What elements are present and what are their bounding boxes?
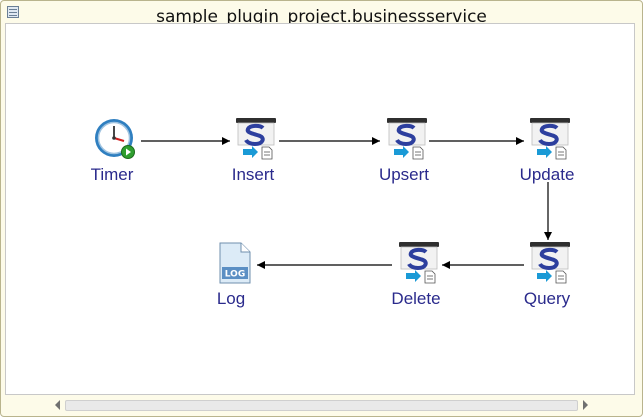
title-bar: sample_plugin_project.businessservice: [1, 1, 642, 23]
node-delete[interactable]: Delete: [366, 242, 466, 320]
window-title: sample_plugin_project.businessservice: [156, 7, 487, 23]
service-call-icon: [530, 118, 570, 160]
node-query[interactable]: Query: [497, 242, 597, 320]
node-update[interactable]: Update: [497, 118, 597, 196]
connector-layer: [141, 137, 552, 269]
node-log[interactable]: LOG Log: [181, 242, 281, 320]
timer-clock-icon: [95, 119, 135, 159]
log-file-icon: LOG: [219, 242, 251, 284]
node-upsert[interactable]: Upsert: [354, 118, 454, 196]
scroll-left-arrow-icon[interactable]: [55, 400, 60, 410]
horizontal-scrollbar[interactable]: [53, 398, 590, 412]
node-label-upsert: Upsert: [378, 165, 430, 184]
node-label-query: Query: [523, 289, 571, 308]
service-call-icon: [399, 242, 439, 284]
process-canvas[interactable]: Timer Insert Upsert: [5, 23, 635, 395]
node-insert[interactable]: Insert: [203, 118, 303, 196]
node-label-update: Update: [519, 165, 575, 184]
scroll-right-arrow-icon[interactable]: [583, 400, 588, 410]
service-call-icon: [530, 242, 570, 284]
node-label-delete: Delete: [391, 289, 441, 308]
service-call-icon: [236, 118, 276, 160]
scrollbar-track[interactable]: [65, 400, 578, 411]
service-call-icon: [387, 118, 427, 160]
svg-text:LOG: LOG: [225, 270, 245, 280]
node-label-log: Log: [216, 289, 246, 308]
node-label-timer: Timer: [90, 165, 134, 184]
node-timer[interactable]: Timer: [62, 118, 162, 196]
window-menu-icon[interactable]: [7, 6, 19, 18]
node-label-insert: Insert: [231, 165, 275, 184]
